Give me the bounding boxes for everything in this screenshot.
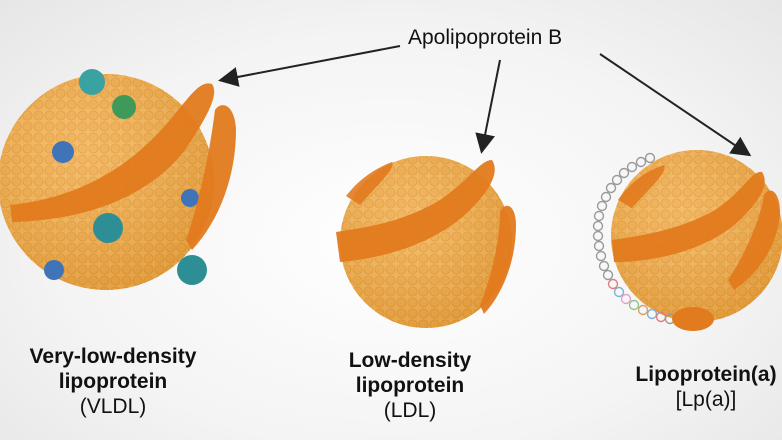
vldl-particle xyxy=(0,69,236,290)
arrow-to-vldl xyxy=(218,45,401,87)
apolipoprotein-b-label: Apolipoprotein B xyxy=(408,26,563,49)
lpa-particle xyxy=(592,150,782,331)
vldl-abbr: (VLDL) xyxy=(79,395,147,419)
apo-a-kringle-chain xyxy=(592,152,676,325)
vldl-apob-band xyxy=(10,83,236,251)
ldl-abbr: (LDL) xyxy=(383,399,437,423)
arrow-to-ldl xyxy=(475,59,501,154)
ldl-particle xyxy=(336,156,516,328)
arrow-to-lpa xyxy=(599,53,752,157)
vldl-vesicles xyxy=(44,69,207,285)
lpa-name: Lipoprotein(a) xyxy=(635,363,777,386)
ldl-apob-band xyxy=(336,160,516,314)
lpa-label: Lipoprotein(a) [Lp(a)] xyxy=(606,362,782,412)
lpa-apob-band xyxy=(612,165,780,290)
apob-arrows xyxy=(218,45,752,157)
lpa-abbr: [Lp(a)] xyxy=(675,388,737,412)
apo-a-protease-domain xyxy=(672,307,714,331)
